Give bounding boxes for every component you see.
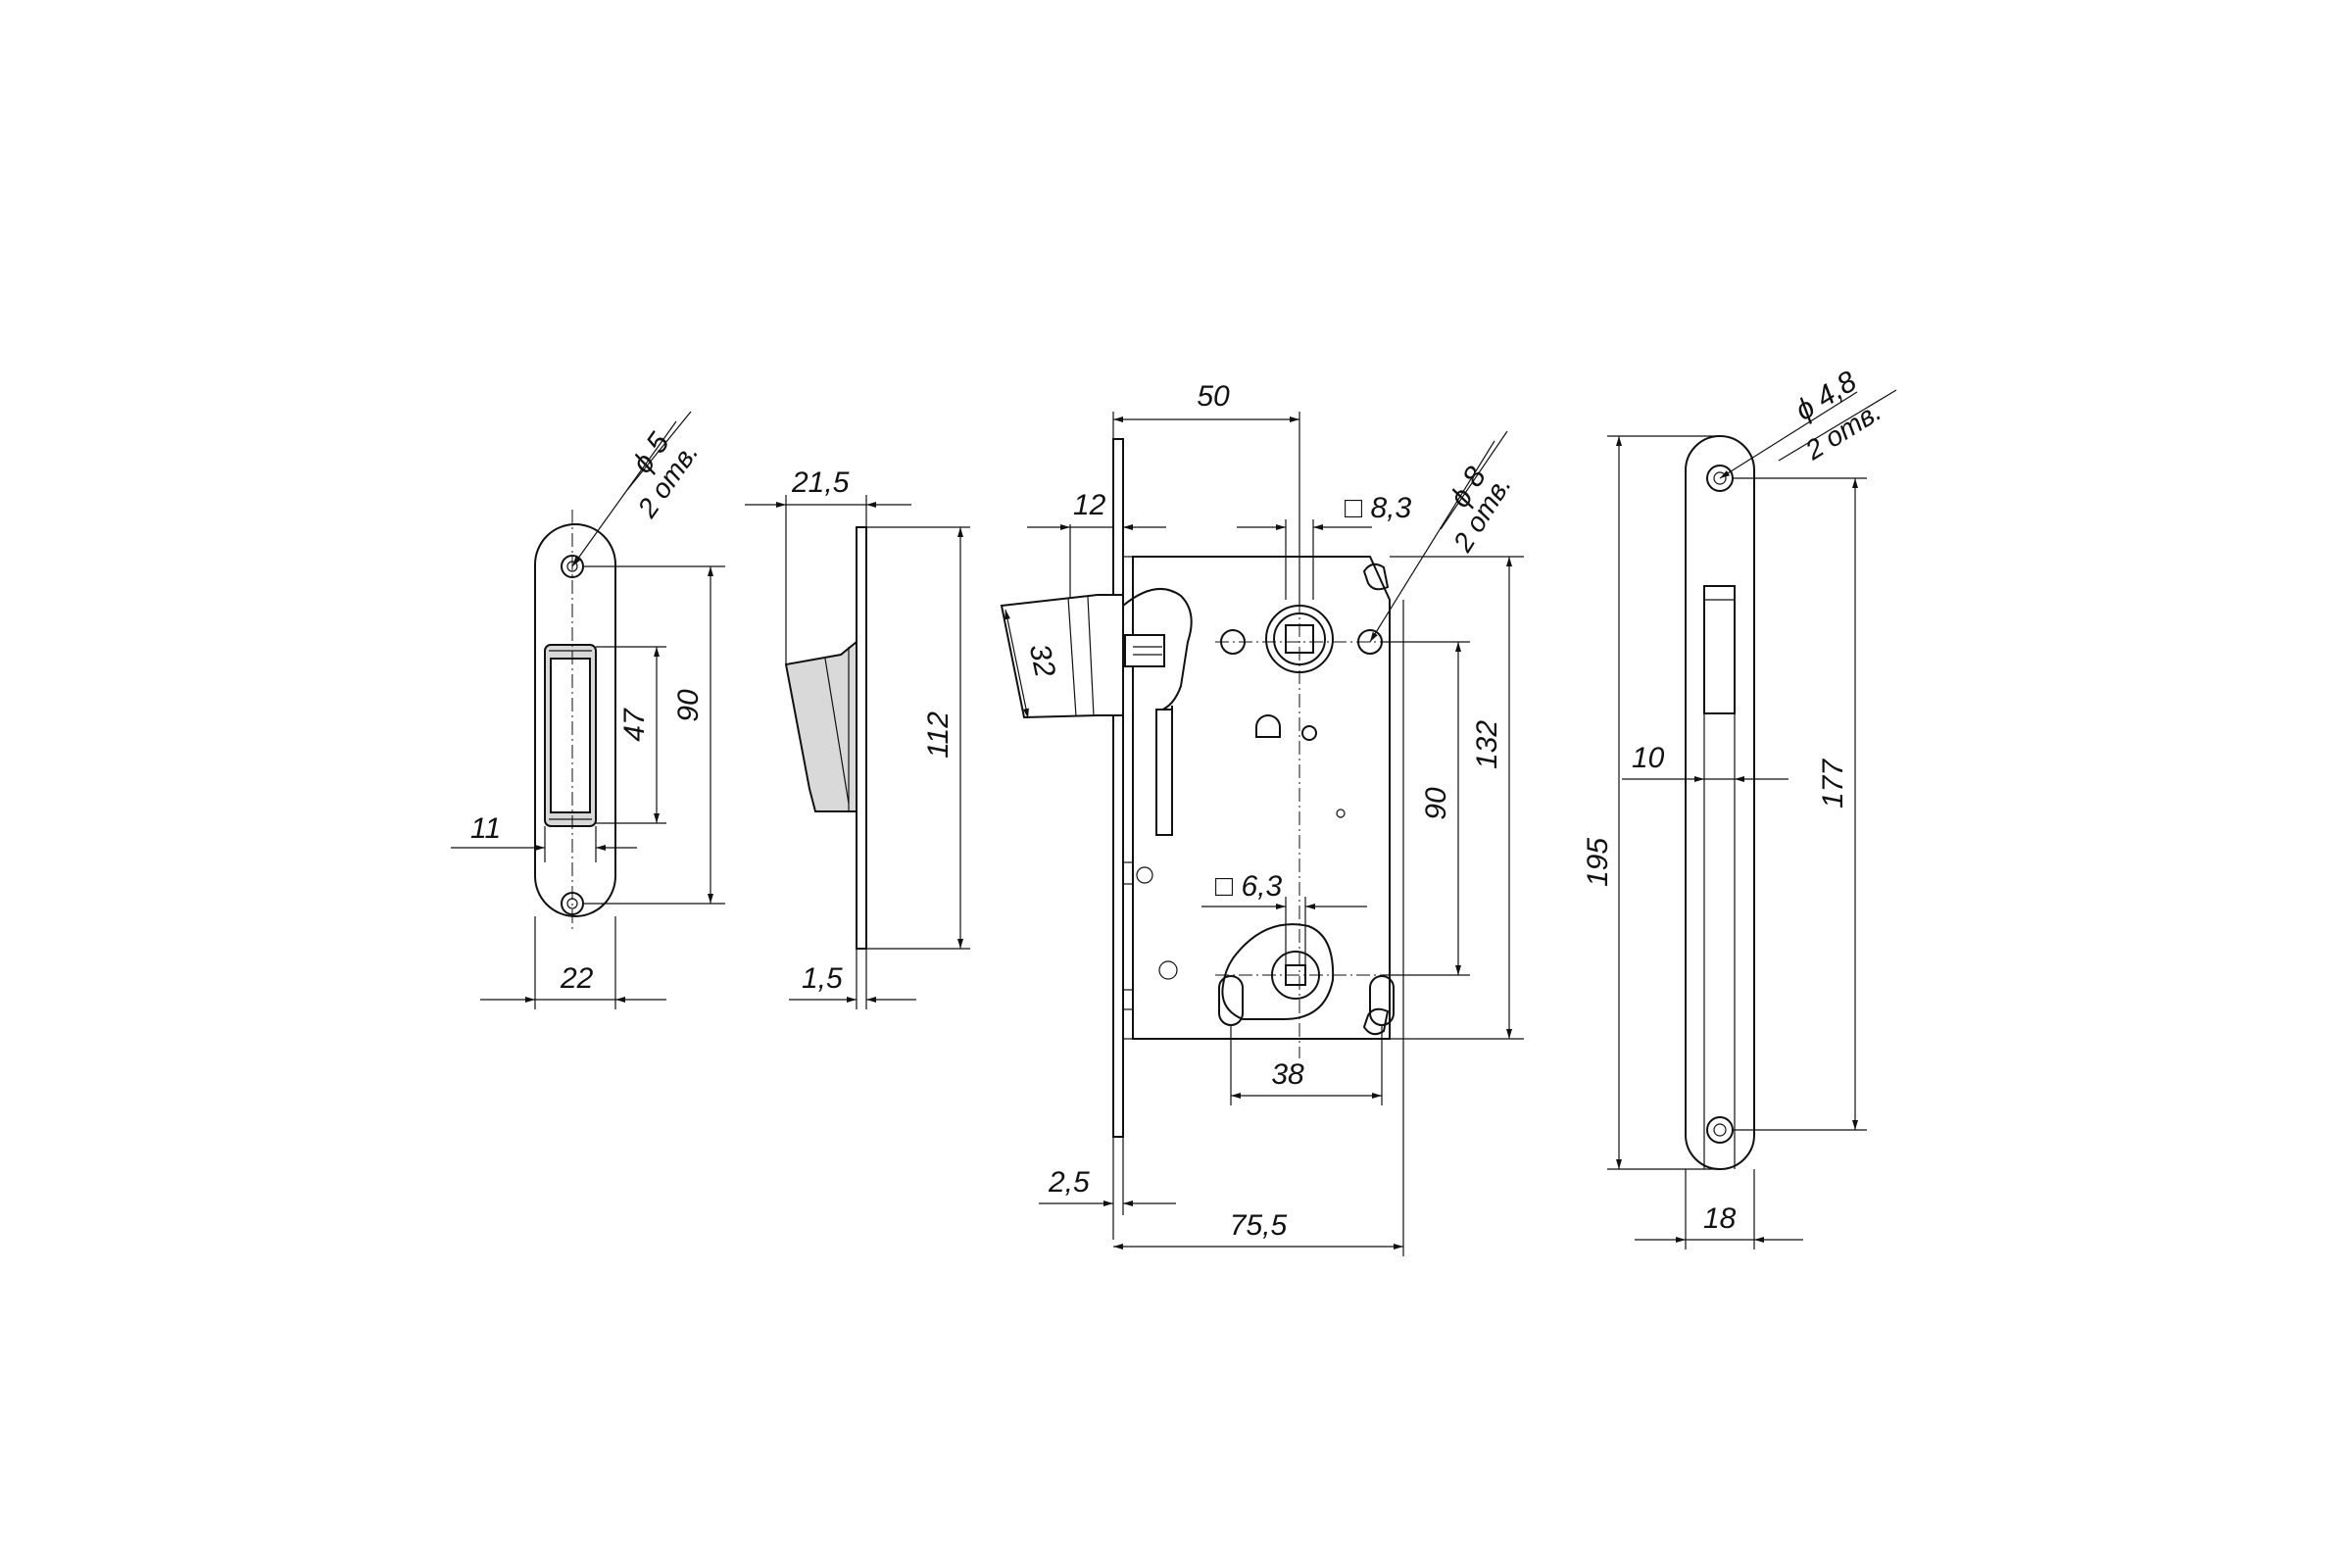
case-hole-lower (1158, 960, 1178, 980)
body-depth-label: 75,5 (1230, 1209, 1288, 1242)
latch-bolt (1000, 594, 1124, 719)
strike-height-label: 90 (672, 689, 705, 722)
latch-projection-label: 12 (1073, 489, 1106, 521)
faceplate-thickness-label: 2,5 (1048, 1166, 1090, 1199)
front-holes-spacing-label: 177 (1817, 759, 1849, 808)
backset-label: 50 (1197, 380, 1230, 413)
strike-slot-label: 47 (618, 708, 651, 742)
front-screw-hole-bottom (1706, 1116, 1734, 1144)
lock-case (1132, 556, 1391, 1040)
strike-width-label: 22 (560, 962, 594, 995)
corner-tab-top (1362, 563, 1390, 591)
side-height-label: 112 (922, 711, 955, 759)
strike-screw-hole-top (561, 555, 584, 578)
corner-tab-bottom (1362, 1007, 1390, 1036)
front-height-label: 195 (1582, 838, 1614, 887)
center-distance-label: 90 (1420, 787, 1452, 820)
strike-side-plate (856, 526, 867, 950)
front-plate-outline (1685, 435, 1755, 1170)
side-depth-label: 21,5 (791, 466, 850, 499)
lock-body-view: 50 12 32 □ 8,3 ϕ 8 2 отв. 132 90 (1000, 380, 1524, 1256)
thumb-cam (1221, 923, 1335, 1020)
front-latch-window (1703, 585, 1736, 714)
spindle-follower-outer (1265, 605, 1334, 673)
latch-spring-block (1124, 634, 1165, 667)
faceplate (1112, 438, 1124, 1138)
strike-plate-outline (534, 523, 616, 917)
front-faceplate-view: ϕ 4,8 2 отв. 195 177 10 18 (1582, 365, 1897, 1250)
magnet-clip (1255, 714, 1281, 738)
front-plate-width-label: 18 (1703, 1202, 1737, 1235)
latch-lever (1155, 709, 1173, 836)
spindle-square-label: □ 8,3 (1345, 492, 1411, 524)
strike-side-box (784, 639, 858, 812)
strike-slot-inner (550, 658, 591, 813)
lower-spacing-label: 38 (1271, 1058, 1304, 1091)
case-hole-small (1301, 725, 1317, 741)
latch-height-label: 32 (1023, 641, 1061, 680)
strike-plate-view: ϕ 5 2 отв. 90 47 11 22 (451, 411, 725, 1009)
body-height-label: 132 (1471, 720, 1503, 769)
side-plate-label: 1,5 (802, 962, 843, 995)
strike-offset-label: 11 (470, 812, 501, 845)
latch-tail (1122, 588, 1193, 834)
thumb-square-label: □ 6,3 (1215, 870, 1282, 903)
front-width-label: 10 (1632, 742, 1665, 774)
strike-side-view: 21,5 112 1,5 (745, 466, 970, 1009)
